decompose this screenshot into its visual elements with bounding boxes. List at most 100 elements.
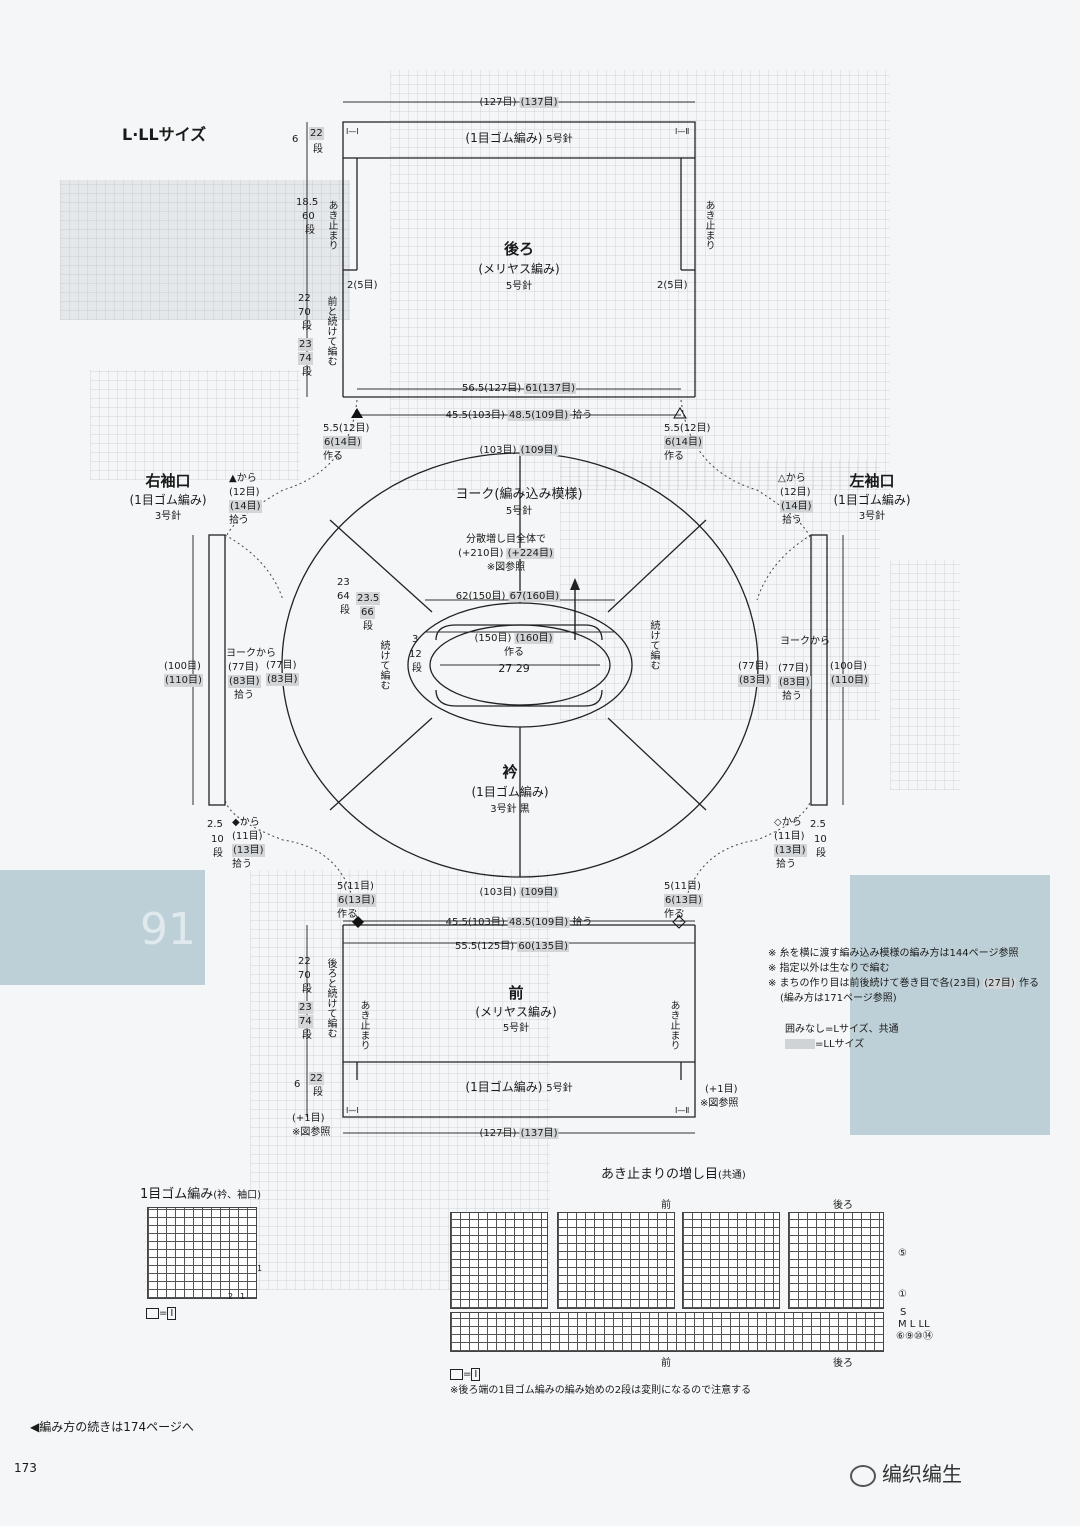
inc-back-bottom: 後ろ — [833, 1358, 853, 1369]
front-rows-74-unit: 段 — [302, 1030, 312, 1041]
left-cuff-b25: 2.5 — [810, 819, 826, 830]
front-i2: Ⅰ—Ⅱ — [675, 1106, 690, 1115]
yoke-n12: 12 — [409, 649, 422, 660]
front-pick: 拾う — [572, 917, 593, 928]
note-3b: (27目) — [983, 978, 1016, 989]
front-rows-70: 70 — [298, 970, 311, 981]
note-2: ※ 指定以外は生なりで編む — [768, 963, 890, 974]
left-cuff-yy77: (77目) — [738, 661, 769, 672]
yoke-cont-left: 続けて編む — [378, 640, 389, 690]
rib-chart-title-main: 1目ゴム編み — [140, 1187, 214, 1202]
bleed-grid — [890, 560, 960, 790]
inc-sizes3: ⑥⑨⑩⑭ — [896, 1331, 933, 1342]
bleed-panel — [60, 180, 350, 320]
back-right-2: 2(5目) — [657, 280, 688, 291]
back-corner-l2: 6(14目) — [323, 436, 362, 449]
right-cuff-p14: (14目) — [229, 500, 262, 513]
rib-legend-sym: Ⅰ — [167, 1307, 177, 1320]
yoke-h64: 64 — [337, 591, 350, 602]
right-cuff-name: 右袖口 — [145, 472, 191, 490]
back-rows-74-unit: 段 — [302, 367, 312, 378]
yoke-inc4: ※図参照 — [486, 562, 526, 573]
back-rib-stitch: (1目ゴム編み) — [465, 131, 543, 145]
rib-chart-legend: =Ⅰ — [146, 1307, 177, 1320]
inc-back-top: 後ろ — [833, 1200, 853, 1211]
yoke-h64-unit: 段 — [340, 605, 350, 616]
front-l3: 作る — [337, 909, 357, 920]
note-3: ※ まちの作り目は前後続けて巻き目で各(23目) (27目) 作る — [768, 977, 1039, 990]
left-cuff-c100: (100目) — [830, 661, 867, 672]
right-cuff-c110: (110目) — [164, 674, 203, 687]
left-cuff-pick: 拾う — [782, 515, 802, 526]
rib-chart-title-sub: (衿、袖口) — [213, 1190, 262, 1201]
yoke-w67: 67(160目) — [508, 591, 561, 602]
note-3a: ※ まちの作り目は前後続けて巻き目で各(23目) — [768, 978, 981, 989]
front-l2: 6(13目) — [337, 894, 376, 907]
inc-sizes: S — [900, 1307, 907, 1318]
back-corner-l1: 5.5(12目) — [323, 423, 370, 434]
yoke-w150-l: (150目) — [474, 633, 512, 644]
left-cuff-needle: 3号針 — [858, 511, 886, 522]
front-l1: 5(11目) — [337, 881, 374, 892]
rib-legend-eq: = — [159, 1308, 168, 1319]
right-cuff-b-pick: 拾う — [232, 859, 252, 870]
left-cuff-b13: (13目) — [774, 844, 807, 857]
back-width-top: (127目) (137目) — [480, 96, 559, 109]
ll-size-swatch — [785, 1039, 815, 1049]
side-band-right — [850, 875, 1050, 1135]
collar-needle: 3号針 黒 — [490, 804, 530, 815]
back-rows-22: 22 — [309, 127, 324, 140]
back-left-2: 2(5目) — [347, 280, 378, 291]
back-name: 後ろ — [503, 240, 535, 258]
legend-2-text: =LLサイズ — [815, 1039, 865, 1050]
yoke-h66: 66 — [360, 606, 375, 619]
right-cuff-b10: 10 — [211, 834, 224, 845]
front-rows-22b: 22 — [309, 1072, 324, 1085]
back-akidomari-left: あき止まり — [326, 200, 337, 250]
yoke-inner-w: 27 29 — [498, 662, 530, 675]
yoke-h66-unit: 段 — [363, 621, 373, 632]
right-cuff-y83: (83目) — [228, 675, 261, 688]
back-w565: 56.5(127目) 61(137目) — [462, 382, 576, 395]
yoke-w160: (160目) — [514, 633, 554, 644]
inc-chart-title-main: あき止まりの増し目 — [601, 1167, 719, 1182]
left-cuff-b-pick: 拾う — [776, 859, 796, 870]
front-cont: 後ろと続けて編む — [325, 958, 336, 1038]
inc-chart-title-sub: (共通) — [718, 1170, 746, 1181]
back-width-l: (127目) — [479, 97, 517, 108]
right-cuff-b-from: ◆から — [232, 817, 260, 828]
front-rib: (1目ゴム編み) 5号針 — [465, 1081, 572, 1095]
yoke-bottom-l: (103目) — [479, 887, 517, 898]
bleed-grid — [390, 70, 890, 490]
yoke-top-l: (103目) — [479, 445, 517, 456]
left-cuff-b10: 10 — [814, 834, 827, 845]
rib-chart-n1b: 1 — [257, 1264, 263, 1273]
back-rows-185: 18.5 — [296, 197, 319, 208]
back-rib-needle: 5号針 — [546, 134, 573, 145]
front-rows-22b-unit: 段 — [313, 1087, 323, 1098]
right-cuff-b10-unit: 段 — [213, 848, 223, 859]
yoke-h23: 23 — [337, 577, 350, 588]
size-title: L·LLサイズ — [122, 125, 207, 144]
side-badge: 91 — [140, 904, 196, 955]
back-w565-l: 56.5(127目) — [462, 383, 522, 394]
back-rows-60-unit: 段 — [305, 225, 315, 236]
front-w137: (137目) — [519, 1128, 559, 1139]
front-rows-70-unit: 段 — [302, 984, 312, 995]
left-cuff-stitch: (1目ゴム編み) — [833, 493, 911, 507]
yoke-inc1: 分散増し目全体で — [466, 534, 546, 545]
yoke-name: ヨーク(編み込み模様) — [455, 487, 583, 502]
inc-r1: ① — [898, 1289, 907, 1300]
left-cuff-from: △から — [778, 473, 806, 484]
inc-chart-grid-2 — [557, 1212, 675, 1309]
legend-2: =LLサイズ — [785, 1038, 864, 1051]
back-corner-r2: 6(14目) — [664, 436, 703, 449]
right-cuff-from: ▲から — [229, 473, 257, 484]
page-number: 173 — [14, 1461, 37, 1475]
left-cuff-y77: (77目) — [778, 663, 809, 674]
back-w455-l: 45.5(103目) — [445, 410, 505, 421]
inc-chart-grid-1 — [450, 1212, 548, 1309]
collar-stitch: (1目ゴム編み) — [471, 785, 549, 799]
yoke-top-ll: (109目) — [519, 445, 559, 456]
